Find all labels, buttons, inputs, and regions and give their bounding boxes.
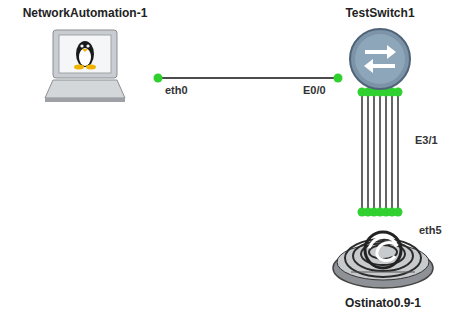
laptop-node: NetworkAutomation-1 (12, 6, 158, 108)
link-cable (388, 88, 397, 217)
interface-label: eth0 (164, 84, 189, 96)
node-label: Ostinato0.9-1 (345, 296, 421, 310)
link-cable (376, 88, 385, 217)
interface-label: eth5 (418, 224, 443, 236)
node-label: TestSwitch1 (345, 6, 414, 20)
link-cable (382, 88, 391, 217)
link-cable (364, 88, 373, 217)
switch-node: TestSwitch1 (338, 6, 422, 92)
interface-label: E0/0 (302, 84, 327, 96)
switch-icon (347, 26, 413, 92)
link-cable (394, 88, 403, 217)
link-cable (358, 88, 367, 217)
laptop-icon (43, 26, 127, 108)
interface-label: E3/1 (414, 134, 439, 146)
node-label: NetworkAutomation-1 (23, 6, 148, 20)
link-cable (370, 88, 379, 217)
link-cable (154, 74, 343, 83)
